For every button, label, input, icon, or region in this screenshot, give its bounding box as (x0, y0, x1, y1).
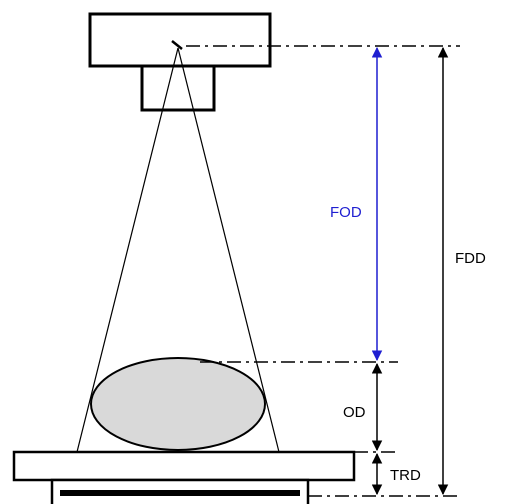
trd-label: TRD (390, 467, 421, 484)
beam-right (177, 47, 280, 453)
fdd-label: FDD (455, 250, 486, 267)
object-ellipse (90, 357, 266, 451)
beam-left (76, 47, 179, 453)
od-label: OD (343, 404, 366, 421)
reference-lines (186, 45, 460, 497)
collimator (140, 64, 216, 112)
detector-plate (60, 490, 300, 496)
table (12, 450, 356, 482)
focal-spot (171, 40, 183, 50)
fod-label: FOD (330, 204, 362, 221)
